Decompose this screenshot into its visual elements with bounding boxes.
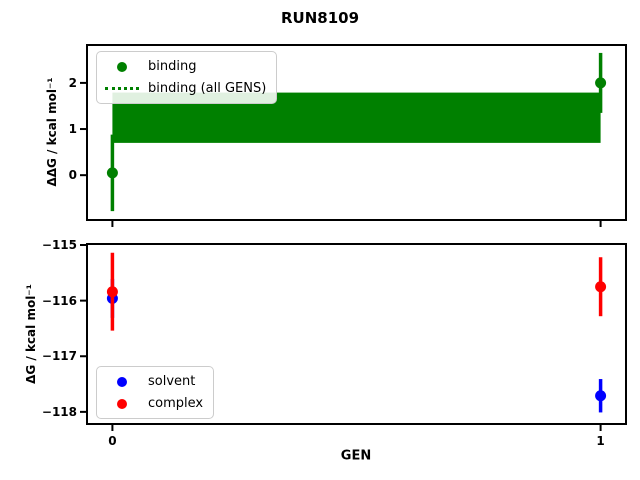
y-axis-label-ddg: ΔΔG / kcal mol⁻¹: [45, 77, 59, 187]
legend-solvent-complex: solvent complex: [96, 366, 215, 419]
y-tick-label: 2: [68, 75, 77, 90]
legend-item-binding-all-gens: binding (all GENS): [105, 78, 266, 99]
y-axis-label-dg: ΔG / kcal mol⁻¹: [24, 284, 38, 384]
y-tick-label: 1: [68, 122, 77, 137]
y-tick-label: 0: [68, 168, 77, 183]
dotted-line-icon: [105, 87, 139, 90]
dot-marker-icon: [105, 376, 139, 387]
point-binding-gen0: [106, 167, 118, 179]
legend-binding: binding binding (all GENS): [96, 51, 278, 104]
x-tick-label: 1: [596, 434, 605, 448]
x-axis-label: GEN: [340, 448, 372, 464]
legend-label: binding: [148, 59, 197, 74]
axes-border: [86, 44, 627, 221]
y-tick-label: −115: [41, 238, 77, 252]
legend-item-complex: complex: [105, 393, 203, 414]
legend-label: complex: [148, 396, 204, 411]
x-tick-label: 0: [108, 434, 117, 448]
legend-label: binding (all GENS): [148, 81, 267, 96]
dotted-line-icon: [105, 87, 139, 90]
legend-label: solvent: [148, 374, 196, 389]
dot-marker-icon: [117, 376, 127, 387]
dot-marker-icon: [117, 61, 127, 72]
y-tick-label: −118: [41, 404, 77, 419]
legend-item-solvent: solvent: [105, 371, 203, 392]
legend-item-binding: binding: [105, 56, 266, 77]
point-complex-gen0: [106, 286, 118, 298]
dot-marker-icon: [105, 398, 139, 409]
dot-marker-icon: [105, 61, 139, 72]
point-solvent-gen1: [595, 390, 607, 402]
point-complex-gen1: [595, 281, 607, 293]
axes-border: [86, 243, 627, 425]
point-binding-gen1: [595, 77, 607, 89]
y-tick-label: −117: [41, 349, 77, 364]
y-tick-label: −116: [41, 293, 77, 308]
figure-title: RUN8109: [280, 9, 360, 27]
dot-marker-icon: [117, 398, 127, 409]
